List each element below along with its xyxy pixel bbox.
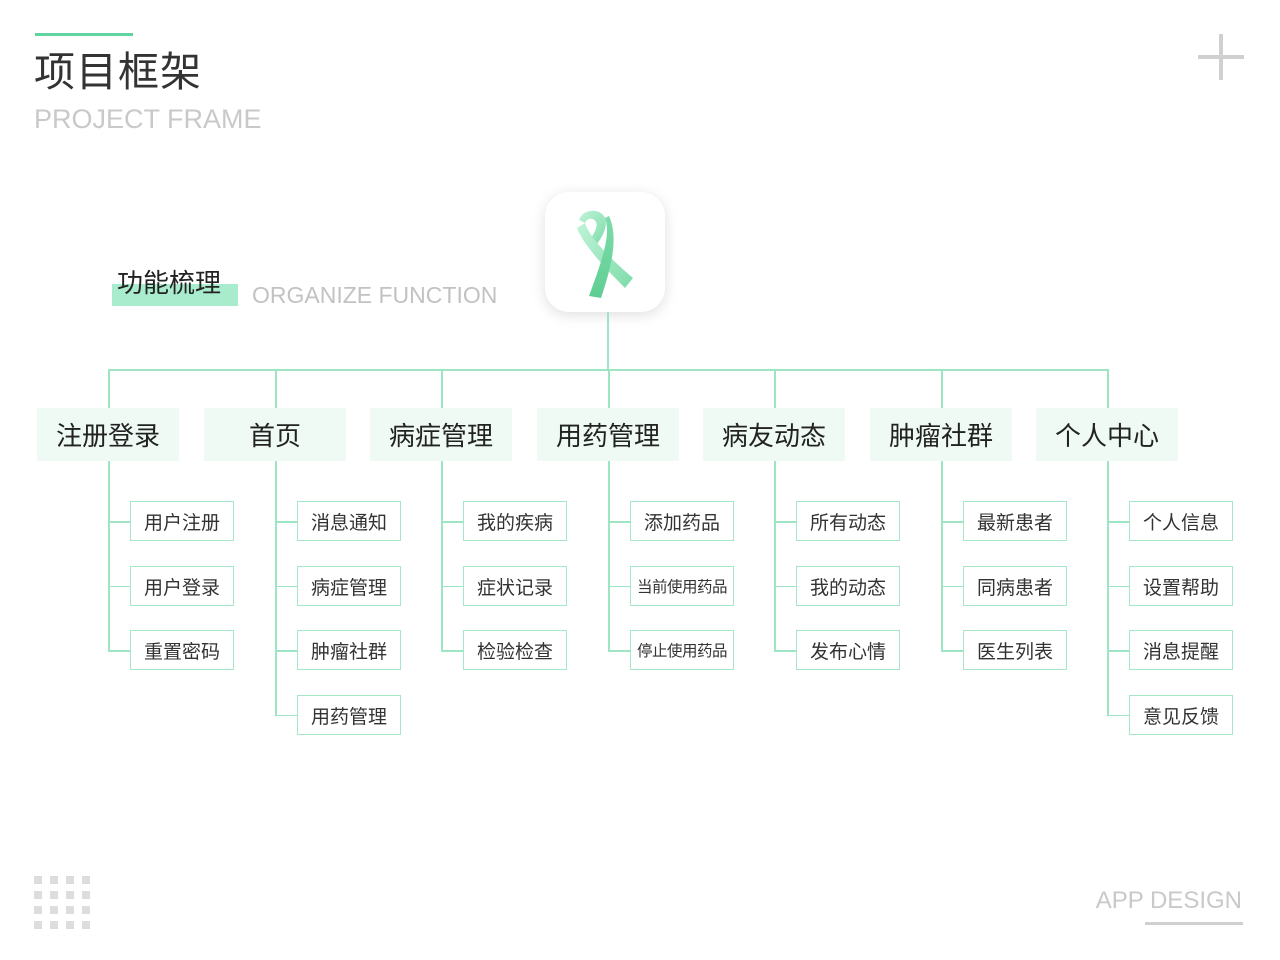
item-box: 发布心情: [796, 630, 900, 670]
category-box: 首页: [204, 408, 346, 461]
section-subtitle: ORGANIZE FUNCTION: [252, 282, 498, 308]
category-drop: [108, 369, 110, 408]
grid-dot: [82, 921, 90, 929]
branch-stub: [1107, 650, 1129, 652]
category-drop: [608, 369, 610, 408]
branch-stub: [108, 650, 130, 652]
item-box: 意见反馈: [1129, 695, 1233, 735]
grid-dot: [82, 876, 90, 884]
grid-dot: [34, 921, 42, 929]
grid-dot: [66, 876, 74, 884]
grid-dot: [82, 891, 90, 899]
item-box: 重置密码: [130, 630, 234, 670]
item-box: 病症管理: [297, 566, 401, 606]
branch-stub: [275, 714, 297, 716]
category-drop: [941, 369, 943, 408]
category-box: 个人中心: [1036, 408, 1178, 461]
branch-stub: [774, 650, 796, 652]
branch-stub: [108, 521, 130, 523]
category-box: 注册登录: [37, 408, 179, 461]
item-box: 用户注册: [130, 501, 234, 541]
item-box: 症状记录: [463, 566, 567, 606]
item-box: 设置帮助: [1129, 566, 1233, 606]
item-box: 当前使用药品: [630, 566, 734, 606]
grid-dot: [50, 906, 58, 914]
item-box: 我的动态: [796, 566, 900, 606]
grid-dots-icon: [34, 876, 90, 929]
grid-dot: [82, 906, 90, 914]
grid-dot: [34, 876, 42, 884]
item-box: 停止使用药品: [630, 630, 734, 670]
branch-stub: [108, 585, 130, 587]
plus-icon-vertical: [1219, 34, 1223, 80]
branch-stub: [441, 521, 463, 523]
footer-rule: [1145, 922, 1243, 925]
grid-dot: [34, 906, 42, 914]
branch-stub: [275, 585, 297, 587]
branch-stub: [774, 585, 796, 587]
branch-trunk: [1107, 461, 1109, 715]
branch-trunk: [108, 461, 110, 650]
section-title: 功能梳理: [117, 269, 222, 299]
item-box: 个人信息: [1129, 501, 1233, 541]
branch-stub: [1107, 585, 1129, 587]
grid-dot: [34, 891, 42, 899]
branch-trunk: [774, 461, 776, 650]
section-title-highlight: [112, 284, 238, 306]
header-accent-rule: [35, 33, 133, 36]
ribbon-icon: [577, 210, 633, 298]
grid-dot: [50, 921, 58, 929]
branch-stub: [441, 585, 463, 587]
branch-stub: [1107, 714, 1129, 716]
grid-dot: [66, 891, 74, 899]
branch-stub: [608, 650, 630, 652]
branch-stub: [275, 650, 297, 652]
grid-dot: [66, 921, 74, 929]
item-box: 所有动态: [796, 501, 900, 541]
branch-trunk: [608, 461, 610, 650]
branch-stub: [774, 521, 796, 523]
item-box: 我的疾病: [463, 501, 567, 541]
item-box: 消息通知: [297, 501, 401, 541]
branch-stub: [941, 650, 963, 652]
app-icon: [545, 192, 665, 312]
branch-stub: [608, 585, 630, 587]
category-box: 病症管理: [370, 408, 512, 461]
item-box: 最新患者: [963, 501, 1067, 541]
item-box: 用药管理: [297, 695, 401, 735]
branch-stub: [941, 585, 963, 587]
item-box: 检验检查: [463, 630, 567, 670]
category-drop: [1107, 369, 1109, 408]
item-box: 用户登录: [130, 566, 234, 606]
category-drop: [774, 369, 776, 408]
page-subtitle: PROJECT FRAME: [34, 104, 262, 134]
branch-stub: [1107, 521, 1129, 523]
grid-dot: [50, 891, 58, 899]
branch-trunk: [941, 461, 943, 650]
category-box: 肿瘤社群: [870, 408, 1012, 461]
item-box: 添加药品: [630, 501, 734, 541]
item-box: 同病患者: [963, 566, 1067, 606]
grid-dot: [66, 906, 74, 914]
category-box: 用药管理: [537, 408, 679, 461]
page-title: 项目框架: [34, 48, 202, 96]
branch-trunk: [441, 461, 443, 650]
grid-dot: [50, 876, 58, 884]
footer-label: APP DESIGN: [1095, 887, 1242, 914]
root-connector: [607, 312, 609, 369]
category-drop: [441, 369, 443, 408]
branch-stub: [608, 521, 630, 523]
branch-trunk: [275, 461, 277, 715]
branch-stub: [441, 650, 463, 652]
item-box: 消息提醒: [1129, 630, 1233, 670]
branch-stub: [275, 521, 297, 523]
branch-stub: [941, 521, 963, 523]
category-drop: [275, 369, 277, 408]
item-box: 医生列表: [963, 630, 1067, 670]
item-box: 肿瘤社群: [297, 630, 401, 670]
category-box: 病友动态: [703, 408, 845, 461]
